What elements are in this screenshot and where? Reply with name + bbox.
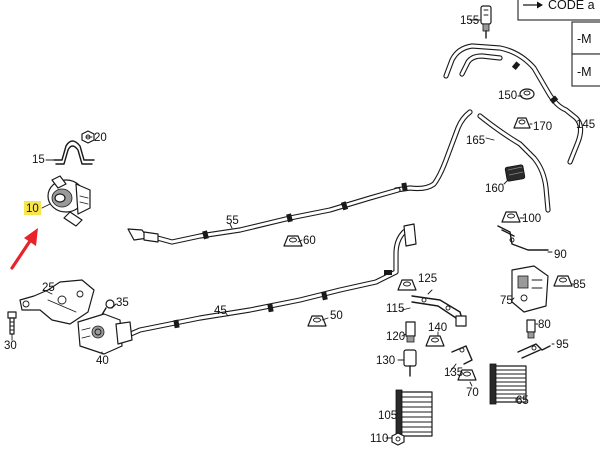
part-100-grommet — [501, 211, 521, 223]
code-table-header: CODE a — [548, 0, 595, 12]
part-150-grommet — [519, 88, 535, 100]
callout-105[interactable]: 105 — [378, 410, 397, 422]
part-60-grommet — [283, 235, 303, 247]
part-170-grommet — [513, 117, 531, 129]
callout-155[interactable]: 155 — [460, 15, 479, 27]
callout-75[interactable]: 75 — [500, 295, 513, 307]
callout-150[interactable]: 150 — [498, 90, 517, 102]
callout-115[interactable]: 115 — [386, 303, 404, 315]
part-70-grommet — [457, 369, 477, 381]
callout-165[interactable]: 165 — [466, 135, 485, 147]
callout-65[interactable]: 65 — [516, 395, 529, 407]
callout-50[interactable]: 50 — [330, 310, 343, 322]
callout-170[interactable]: 170 — [533, 121, 552, 133]
callout-40[interactable]: 40 — [96, 355, 109, 367]
part-25-bracket — [19, 279, 95, 325]
part-30-bolt — [7, 311, 17, 335]
leader-lines — [11, 19, 575, 439]
callout-60[interactable]: 60 — [303, 235, 316, 247]
part-80-sensor — [526, 319, 536, 339]
callout-30[interactable]: 30 — [4, 340, 17, 352]
part-140-grommet — [425, 335, 445, 347]
callout-160[interactable]: 160 — [485, 183, 504, 195]
hose-145 — [443, 43, 584, 165]
callout-70[interactable]: 70 — [466, 387, 479, 399]
callout-145[interactable]: 145 — [576, 119, 595, 131]
part-115-bracket — [411, 295, 467, 327]
pipe-45 — [123, 223, 417, 339]
callout-110[interactable]: 110 — [370, 433, 388, 445]
callout-135[interactable]: 135 — [444, 367, 463, 379]
code-table: CODE a -M -M — [517, 0, 600, 87]
code-table-row-1: -M — [577, 32, 592, 46]
part-130-valve — [403, 349, 417, 377]
code-table-row-2: -M — [577, 65, 592, 79]
callout-95[interactable]: 95 — [556, 339, 569, 351]
callout-140[interactable]: 140 — [428, 322, 447, 334]
part-125-grommet — [397, 279, 417, 291]
callout-45[interactable]: 45 — [214, 305, 227, 317]
callout-35[interactable]: 35 — [116, 297, 129, 309]
callout-55[interactable]: 55 — [226, 215, 239, 227]
part-75-module — [511, 265, 549, 313]
callout-85[interactable]: 85 — [573, 279, 586, 291]
part-90-bracket — [497, 225, 549, 251]
pipe-55 — [127, 182, 408, 245]
callouts: 10 15 20 25 30 35 40 45 50 55 60 65 70 7… — [4, 15, 595, 445]
callout-80[interactable]: 80 — [538, 319, 551, 331]
callout-20[interactable]: 20 — [94, 132, 107, 144]
part-105-cooler — [395, 389, 433, 439]
red-arrow-icon — [10, 228, 38, 270]
callout-90[interactable]: 90 — [554, 249, 567, 261]
part-110-nut — [391, 432, 405, 446]
callout-125[interactable]: 125 — [418, 273, 437, 285]
part-160-sensor — [504, 164, 526, 182]
part-40-valve — [77, 313, 133, 355]
part-10-highlight — [24, 201, 41, 215]
callout-130[interactable]: 130 — [376, 355, 395, 367]
part-135-bracket — [451, 345, 473, 365]
part-95-bracket — [517, 343, 551, 359]
part-120-sensor — [405, 321, 416, 343]
part-155-connector — [480, 5, 492, 39]
callout-15[interactable]: 15 — [32, 154, 45, 166]
part-50-grommet — [307, 315, 327, 327]
callout-25[interactable]: 25 — [42, 282, 55, 294]
right-arrow-icon — [523, 1, 543, 9]
callout-120[interactable]: 120 — [386, 331, 405, 343]
part-15-clamp — [53, 140, 95, 165]
part-85-grommet — [553, 275, 573, 287]
callout-100[interactable]: 100 — [522, 213, 541, 225]
hose-165 — [393, 109, 551, 213]
callout-10[interactable]: 10 — [26, 203, 39, 215]
part-10-water-pump — [47, 175, 91, 227]
part-65-cooler — [489, 363, 527, 405]
